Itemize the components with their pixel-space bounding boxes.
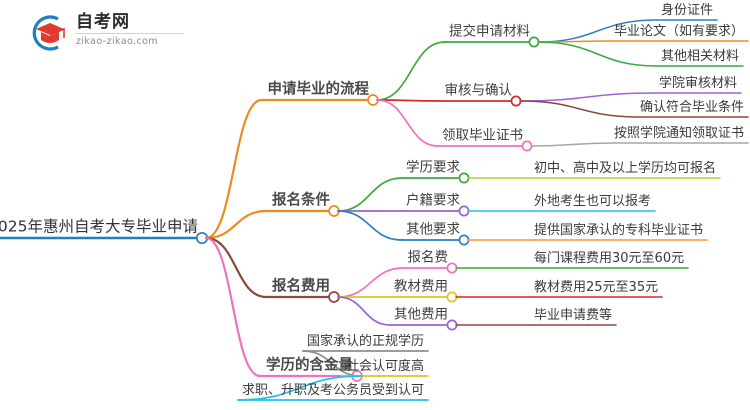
mindmap-edge [204,209,268,240]
branch-node-申请毕业的流程[interactable] [367,94,379,106]
leaf-label-提供国家承认的专科毕[interactable]: 提供国家承认的专科毕业证书 [534,223,704,238]
branch-label-学历的含金量[interactable]: 学历的含金量 [266,357,353,374]
mindmap-edge [337,296,391,326]
sub-node-审核与确认[interactable] [510,95,522,107]
branch-label-报名费用[interactable]: 报名费用 [272,278,330,295]
leaf-label-初中高中及以上学历均[interactable]: 初中、高中及以上学历均可报名 [534,161,717,176]
mindmap-edge [376,99,442,102]
mindmap-edge [204,236,268,299]
sub-node-报名费[interactable] [446,262,458,274]
leaf-label-教材费用25元至35[interactable]: 教材费用25元至35元 [534,280,659,295]
branch-node-报名条件[interactable] [328,205,340,217]
sub-label-社会认可度高[interactable]: 社会认可度高 [345,359,424,374]
sub-label-领取毕业证书[interactable]: 领取毕业证书 [442,127,523,144]
branch-label-报名条件[interactable]: 报名条件 [272,192,330,209]
sub-node-其他费用[interactable] [446,319,458,331]
leaf-label-外地考生也可以报考[interactable]: 外地考生也可以报考 [534,194,652,209]
sub-node-其他要求[interactable] [458,234,470,246]
mindmap-edge [376,99,439,147]
sub-label-求职升职及考公务员受[interactable]: 求职、升职及考公务员受到认可 [241,383,424,398]
mindmap-edge [376,41,446,101]
root-node-label[interactable]: 2025年惠州自考大专毕业申请 [0,217,198,236]
watermark-text-block: 自考网 zikao-zikao.com [76,12,188,47]
leaf-label-学院审核材料[interactable]: 学院审核材料 [659,76,738,91]
leaf-label-每门课程费用30元至[interactable]: 每门课程费用30元至60元 [534,251,685,266]
sub-label-户籍要求[interactable]: 户籍要求 [406,192,460,209]
leaf-label-确认符合毕业条件[interactable]: 确认符合毕业条件 [639,100,744,115]
sub-node-学历要求[interactable] [458,172,470,184]
graduation-cap-logo-icon [32,15,65,51]
sub-label-其他费用[interactable]: 其他费用 [394,306,448,323]
mindmap-edge [204,236,262,378]
watermark-site-url: zikao-zikao.com [76,36,158,47]
mindmap-edge [537,40,615,43]
mindmap-edge [519,92,656,102]
root-node-handle[interactable] [195,231,209,245]
sub-node-领取毕业证书[interactable] [521,140,533,152]
sub-node-户籍要求[interactable] [458,205,470,217]
sub-label-其他要求[interactable]: 其他要求 [406,221,460,238]
sub-label-审核与确认[interactable]: 审核与确认 [444,82,513,99]
leaf-label-毕业论文如有要求[interactable]: 毕业论文（如有要求） [613,24,744,39]
sub-node-提交申请材料[interactable] [528,36,540,48]
sub-label-报名费[interactable]: 报名费 [407,249,449,266]
mindmap-edge [519,100,641,118]
leaf-label-其他相关材料[interactable]: 其他相关材料 [661,49,740,64]
mindmap-edge [530,142,615,147]
mindmap-edge [337,177,403,212]
mindmap-edge [204,98,263,240]
site-watermark-logo: 自考网 zikao-zikao.com [28,10,188,56]
sub-label-学历要求[interactable]: 学历要求 [406,159,460,176]
mindmap-edge [537,41,658,67]
sub-label-国家承认的正规学历[interactable]: 国家承认的正规学历 [306,334,424,349]
watermark-site-name: 自考网 [76,12,130,32]
branch-node-报名费用[interactable] [328,291,340,303]
sub-label-教材费用[interactable]: 教材费用 [394,278,448,295]
sub-label-提交申请材料[interactable]: 提交申请材料 [449,23,530,40]
mindmap-edge [337,210,403,241]
watermark-divider [76,33,184,34]
leaf-label-身份证件[interactable]: 身份证件 [661,3,714,18]
leaf-label-按照学院通知领取证书[interactable]: 按照学院通知领取证书 [613,126,744,141]
leaf-label-毕业申请费等[interactable]: 毕业申请费等 [534,308,613,323]
branch-label-申请毕业的流程[interactable]: 申请毕业的流程 [267,81,370,98]
sub-node-教材费用[interactable] [446,291,458,303]
